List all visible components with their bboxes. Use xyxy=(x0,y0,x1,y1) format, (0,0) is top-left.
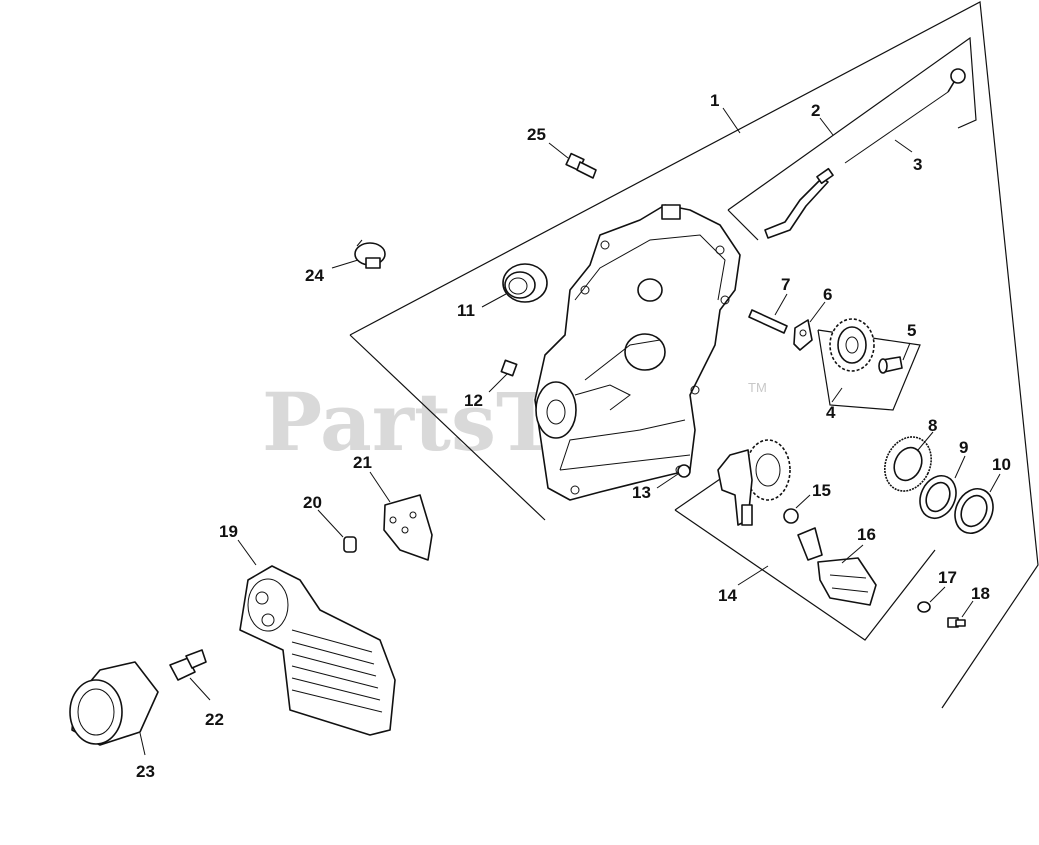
part-12-plug xyxy=(500,359,518,377)
callout-22: 22 xyxy=(205,710,224,729)
part-9-washer xyxy=(919,475,957,519)
part-7-shaft xyxy=(748,309,788,334)
part-13-o-ring xyxy=(677,464,691,478)
part-1-crankcase-cover xyxy=(534,204,741,501)
part-16-pickup-screen xyxy=(797,527,877,606)
part-20-bushing xyxy=(343,536,357,553)
callout-11: 11 xyxy=(457,301,475,320)
part-11-oil-seal xyxy=(502,263,548,303)
callout-18: 18 xyxy=(971,584,990,603)
callout-7: 7 xyxy=(781,275,790,294)
part-10-washer xyxy=(954,488,994,534)
callout-15: 15 xyxy=(812,481,831,500)
callout-9: 9 xyxy=(959,438,968,457)
callout-24: 24 xyxy=(305,266,324,285)
part-25-bolt xyxy=(565,152,597,179)
watermark-trademark: TM xyxy=(748,380,767,395)
part-15-o-ring xyxy=(783,508,799,524)
callout-20: 20 xyxy=(303,493,322,512)
part-2-dipstick-tube xyxy=(764,167,834,239)
callout-4: 4 xyxy=(826,403,836,422)
leader-lines xyxy=(139,107,1001,756)
part-17-washer xyxy=(917,601,931,613)
callout-5: 5 xyxy=(907,321,916,340)
callout-17: 17 xyxy=(938,568,957,587)
part-4-gear xyxy=(829,318,875,372)
part-14-oil-pump xyxy=(717,439,791,526)
assembly-outline xyxy=(349,1,1039,709)
callout-3: 3 xyxy=(913,155,922,174)
part-22-fitting xyxy=(169,649,207,681)
part-21-gasket xyxy=(383,494,433,561)
callout-2: 2 xyxy=(811,101,820,120)
callout-19: 19 xyxy=(219,522,238,541)
callout-21: 21 xyxy=(353,453,372,472)
callout-25: 25 xyxy=(527,125,546,144)
part-3-dipstick xyxy=(844,68,966,164)
callout-12: 12 xyxy=(464,391,483,410)
part-24-breather xyxy=(354,239,386,269)
callout-6: 6 xyxy=(823,285,832,304)
part-8-seal xyxy=(884,436,932,492)
callout-16: 16 xyxy=(857,525,876,544)
part-6-bracket xyxy=(793,319,813,351)
part-18-screw xyxy=(947,617,966,628)
part-5-pin xyxy=(878,356,903,374)
callout-23: 23 xyxy=(136,762,155,781)
callout-1: 1 xyxy=(710,91,719,110)
callout-8: 8 xyxy=(928,416,937,435)
callout-13: 13 xyxy=(632,483,651,502)
callout-10: 10 xyxy=(992,455,1011,474)
callout-14: 14 xyxy=(718,586,737,605)
callout-labels: 1 2 3 4 5 6 7 8 9 10 11 12 13 14 15 16 1… xyxy=(136,91,1011,781)
part-23-oil-filter xyxy=(69,661,159,746)
part-19-oil-cooler xyxy=(239,565,396,736)
